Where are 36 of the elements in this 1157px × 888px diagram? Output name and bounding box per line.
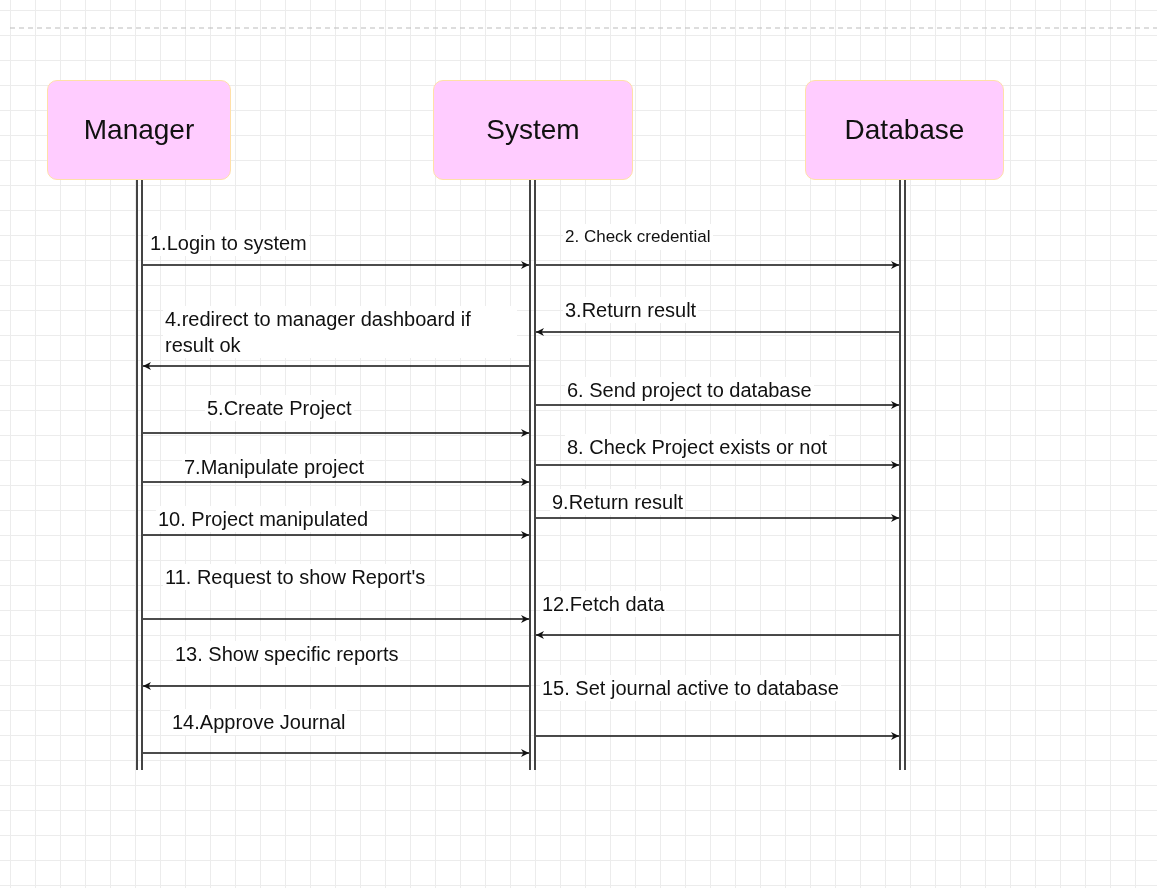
- message-arrow: [142, 682, 530, 690]
- message-arrow: [142, 749, 530, 757]
- participant-box: Manager: [47, 80, 231, 180]
- message-arrow: [535, 461, 900, 469]
- edge-label: 2. Check credential: [563, 224, 713, 250]
- edge-label: 15. Set journal active to database: [540, 675, 841, 701]
- edge-label: 12.Fetch data: [540, 591, 667, 617]
- message-arrow: [535, 732, 900, 740]
- edge-label: 14.Approve Journal: [170, 709, 348, 735]
- message-arrow: [142, 261, 530, 269]
- edge-label: 3.Return result: [563, 297, 699, 323]
- lifeline: [899, 180, 906, 770]
- lifeline: [136, 180, 143, 770]
- participant-box: System: [433, 80, 633, 180]
- edge-label: 6. Send project to database: [565, 377, 814, 403]
- message-arrow: [142, 362, 530, 370]
- edge-label: 13. Show specific reports: [173, 641, 401, 667]
- message-arrow: [535, 261, 900, 269]
- message-arrow: [142, 429, 530, 437]
- edge-label: 1.Login to system: [148, 230, 309, 256]
- edge-label: 10. Project manipulated: [156, 506, 371, 532]
- edge-label: 11. Request to show Report's: [163, 564, 428, 590]
- edge-label: 5.Create Project: [205, 395, 354, 421]
- participant-box: Database: [805, 80, 1004, 180]
- message-arrow: [535, 514, 900, 522]
- edge-label: 4.redirect to manager dashboard if result ok: [163, 306, 517, 358]
- message-arrow: [535, 401, 900, 409]
- message-arrow: [142, 478, 530, 486]
- message-arrow: [535, 631, 900, 639]
- message-arrow: [142, 615, 530, 623]
- message-arrow: [142, 531, 530, 539]
- message-arrow: [535, 328, 900, 336]
- lifeline: [529, 180, 536, 770]
- edge-label: 7.Manipulate project: [182, 454, 367, 480]
- edge-label: 9.Return result: [550, 489, 686, 515]
- edge-label: 8. Check Project exists or not: [565, 434, 830, 460]
